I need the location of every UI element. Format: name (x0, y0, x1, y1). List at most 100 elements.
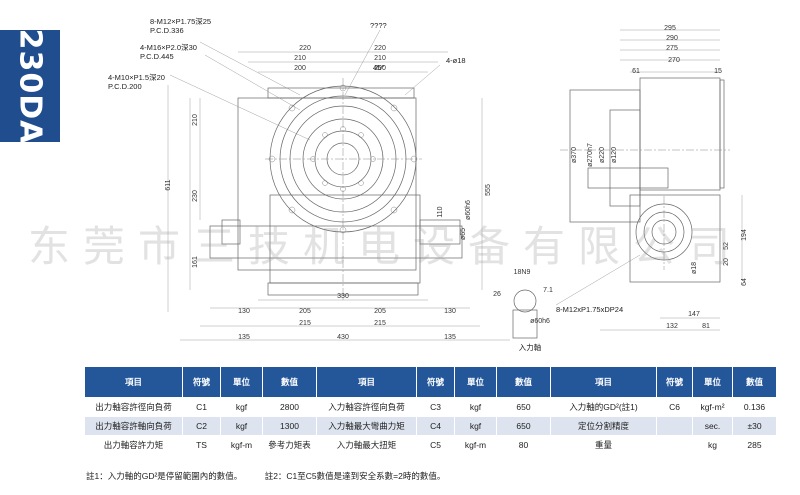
callout-text: P.C.D.200 (108, 82, 142, 91)
dimension-label: 81 (702, 323, 710, 330)
table-cell: C4 (416, 416, 455, 436)
table-cell: 2800 (262, 397, 317, 417)
table-cell: 80 (496, 435, 551, 455)
spec-table: 項目 符號 單位 數值 項目 符號 單位 數值 項目 符號 單位 數值 出力軸容… (84, 366, 777, 455)
callout-text: P.C.D.336 (150, 26, 184, 35)
table-cell: kgf (454, 416, 497, 436)
dimension-label: 210 (192, 114, 199, 126)
header-item: 項目 (550, 366, 657, 398)
table-cell: C5 (416, 435, 455, 455)
dimension-label: ø60h6 (465, 200, 472, 220)
dimension-label: 200 (294, 65, 306, 72)
callout-text: 4-M16×P2.0深30 (140, 43, 197, 52)
table-cell: TS (182, 435, 221, 455)
table-cell: 650 (496, 397, 551, 417)
dimension-label: ø60h6 (530, 318, 550, 325)
table-cell: ±30 (732, 416, 777, 436)
table-cell (656, 435, 693, 455)
table-cell: 入力軸最大彎曲力矩 (316, 416, 417, 436)
dimension-label: 161 (192, 256, 199, 268)
dimension-label: 430 (337, 334, 349, 341)
dimension-label: 220 (374, 45, 386, 52)
table-cell: C6 (656, 397, 693, 417)
header-value: 數值 (262, 366, 317, 398)
table-cell: 入力軸最大扭矩 (316, 435, 417, 455)
table-cell: C2 (182, 416, 221, 436)
dimension-label: 61 (632, 68, 640, 75)
dimension-label: 64 (741, 278, 748, 286)
technical-drawing: 8-M12×P1.75深25P.C.D.3364-M16×P2.0深30P.C.… (108, 17, 748, 352)
callout-text: P.C.D.445 (140, 52, 174, 61)
dimension-label: ø220 (599, 147, 606, 163)
footnotes: 註1：入力軸的GD²是停留範圍內的數值。 註2：C1至C5數值是達到安全系數=2… (86, 470, 465, 482)
header-unit: 單位 (454, 366, 497, 398)
table-cell: 定位分割精度 (550, 416, 657, 436)
dimension-label: 275 (666, 45, 678, 52)
dimension-label: 147 (688, 311, 700, 318)
dimension-label: ø65 (460, 228, 467, 240)
dimension-label: ø270h7 (587, 143, 594, 167)
table-cell: 入力軸的GD²(註1) (550, 397, 657, 417)
footnote-1: 註1：入力軸的GD²是停留範圍內的數值。 (86, 471, 243, 481)
dimension-label: 270 (668, 57, 680, 64)
table-cell: 出力軸容許軸向負荷 (84, 416, 183, 436)
dimension-label: 210 (374, 55, 386, 62)
dimension-label: 7.1 (543, 287, 553, 294)
callout-text: 4-M10×P1.5深20 (108, 73, 165, 82)
table-cell: sec. (692, 416, 733, 436)
table-row: 出力軸容許徑向負荷 C1 kgf 2800 入力軸容許徑向負荷 C3 kgf 6… (84, 397, 777, 417)
table-cell: 出力軸容許徑向負荷 (84, 397, 183, 417)
dimension-label: ø120 (611, 147, 618, 163)
dimension-label: ø18 (691, 262, 698, 274)
dimension-label: 15 (714, 68, 722, 75)
dimension-label: 130 (238, 308, 250, 315)
dimension-label: 215 (374, 320, 386, 327)
shaft-caption: 入力軸 (519, 342, 542, 352)
table-cell: 285 (732, 435, 777, 455)
header-item: 項目 (84, 366, 183, 398)
dimension-label: 330 (337, 293, 349, 300)
footnote-2: 註2：C1至C5數值是達到安全系數=2時的數值。 (264, 471, 446, 481)
table-cell: 0.136 (732, 397, 777, 417)
dimension-label: 135 (444, 334, 456, 341)
dimension-label: 205 (374, 308, 386, 315)
table-cell: 650 (496, 416, 551, 436)
dimension-label: 205 (299, 308, 311, 315)
table-header-row: 項目 符號 單位 數值 項目 符號 單位 數值 項目 符號 單位 數值 (84, 366, 777, 398)
header-value: 數值 (496, 366, 551, 398)
table-cell: kgf (454, 397, 497, 417)
dimension-label: ø370 (571, 147, 578, 163)
table-cell: 重量 (550, 435, 657, 455)
dimension-label: 20 (723, 258, 730, 266)
header-symbol: 符號 (182, 366, 221, 398)
header-symbol: 符號 (656, 366, 693, 398)
dimension-label: 200 (374, 65, 386, 72)
dimension-label: 18N9 (514, 269, 531, 276)
header-item: 項目 (316, 366, 417, 398)
table-cell: kgf-m² (692, 397, 733, 417)
dimension-label: 290 (666, 35, 678, 42)
table-cell: kgf (220, 397, 263, 417)
callout-text: 8-M12×P1.75深25 (150, 17, 211, 26)
dimension-label: 26 (493, 291, 501, 298)
header-unit: 單位 (692, 366, 733, 398)
callout-text: 45° (373, 63, 384, 72)
header-unit: 單位 (220, 366, 263, 398)
dimension-label: 210 (294, 55, 306, 62)
table-cell: kgf (220, 416, 263, 436)
dimension-label: 52 (723, 242, 730, 250)
dimension-label: 110 (437, 206, 444, 217)
table-cell: kgf-m (454, 435, 497, 455)
table-row: 出力軸容許軸向負荷 C2 kgf 1300 入力軸最大彎曲力矩 C4 kgf 6… (84, 416, 777, 436)
dimension-label: 295 (664, 25, 676, 32)
thread-callout: 8-M12xP1.75xDP24 (556, 305, 623, 314)
callout-text: ???? (370, 21, 387, 30)
model-tab: 230DA (0, 28, 60, 144)
table-cell: kgf-m (220, 435, 263, 455)
callout-text: 4-ø18 (446, 56, 466, 65)
table-cell (656, 416, 693, 436)
dimension-label: 130 (444, 308, 456, 315)
table-cell: kg (692, 435, 733, 455)
table-cell: C1 (182, 397, 221, 417)
table-cell: 1300 (262, 416, 317, 436)
